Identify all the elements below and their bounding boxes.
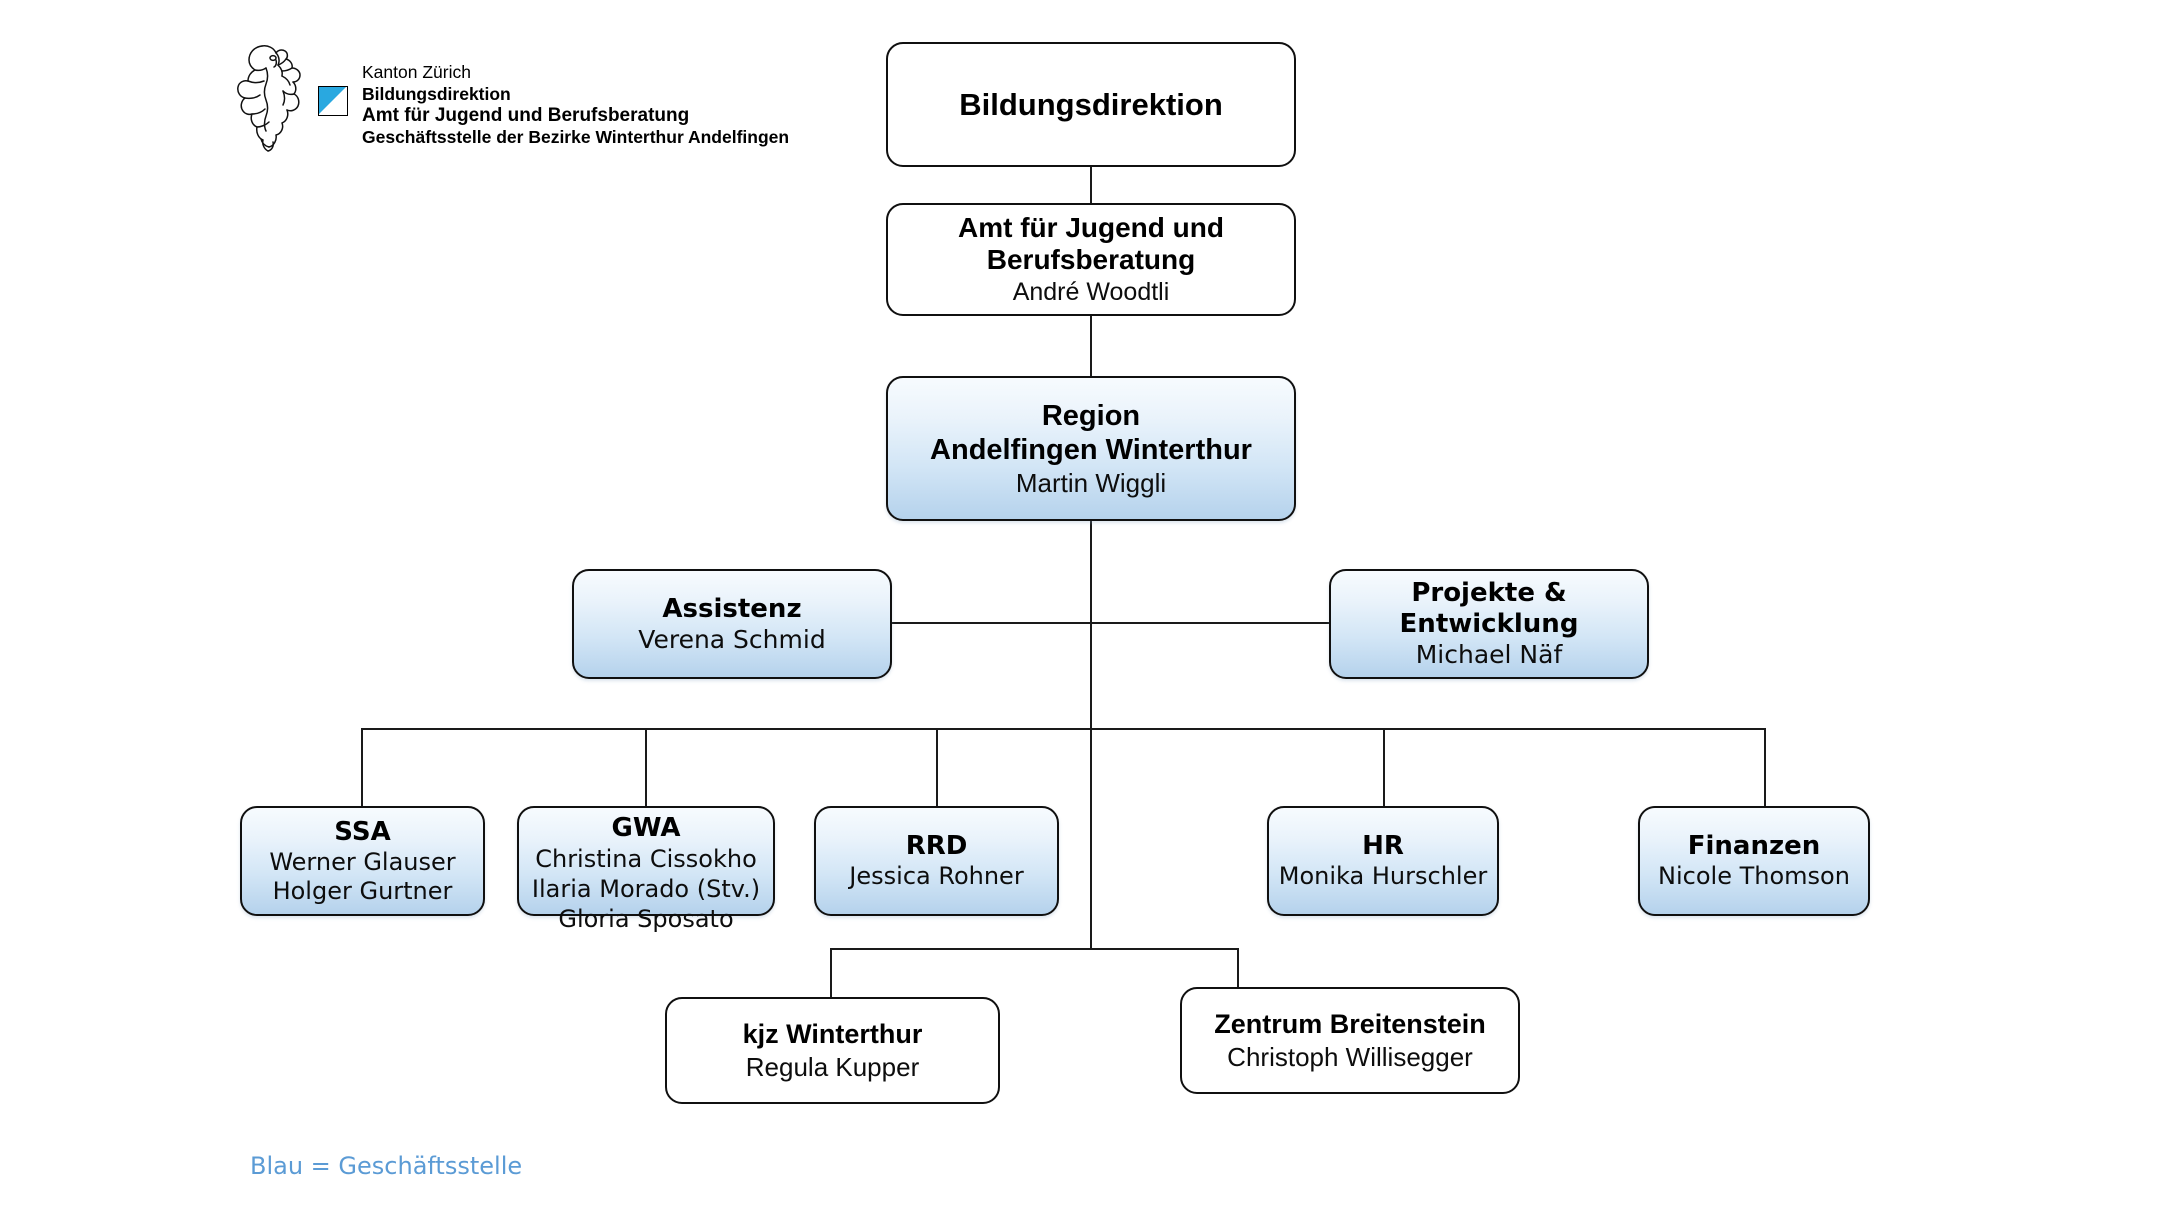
connector-bildungsdirektion-amt: [1090, 167, 1093, 203]
header-line-amt: Amt für Jugend und Berufsberatung: [362, 105, 690, 126]
node-title: SSA: [334, 816, 391, 847]
node-subtitle-line: Christina Cissokho: [535, 845, 757, 873]
node-amt-fuer-jugend-und-berufsberatung[interactable]: Amt für Jugend und Berufsberatung André …: [886, 203, 1296, 316]
connector-drop-gwa: [645, 728, 648, 808]
connector-drop-rrd: [936, 728, 939, 808]
node-subtitle: Verena Schmid: [638, 624, 826, 654]
node-subtitle-line: Nicole Thomson: [1658, 862, 1850, 890]
node-subtitle: Christoph Willisegger: [1227, 1042, 1473, 1072]
connector-region-spine-lower: [1090, 728, 1093, 950]
node-subtitle-line: Werner Glauser: [269, 847, 456, 876]
node-subtitle: Michael Näf: [1415, 640, 1563, 669]
legend-blau-geschaeftsstelle: Blau = Geschäftsstelle: [250, 1152, 523, 1180]
node-title: RRD: [905, 831, 968, 861]
node-kjz-winterthur[interactable]: kjz Winterthur Regula Kupper: [665, 997, 1000, 1104]
node-subtitle-line: Gloria Sposato: [558, 905, 734, 933]
node-title: Zentrum Breitenstein: [1214, 1009, 1486, 1039]
connector-region-spine: [1090, 521, 1093, 728]
zurich-flag-icon: [318, 86, 348, 116]
node-ssa[interactable]: SSA Werner Glauser Holger Gurtner: [240, 806, 485, 916]
node-finanzen[interactable]: Finanzen Nicole Thomson: [1638, 806, 1870, 916]
header-line-geschaeftsstelle: Geschäftsstelle der Bezirke Winterthur A…: [362, 126, 790, 147]
connector-drop-ssa: [361, 728, 364, 808]
node-bildungsdirektion[interactable]: Bildungsdirektion: [886, 42, 1296, 167]
connector-lower-bus: [830, 948, 1239, 951]
node-title: GWA: [611, 813, 681, 843]
node-subtitle: André Woodtli: [1012, 278, 1170, 306]
node-title: Finanzen: [1687, 831, 1821, 861]
node-title: Assistenz: [662, 593, 802, 624]
node-zentrum-breitenstein[interactable]: Zentrum Breitenstein Christoph Willisegg…: [1180, 987, 1520, 1094]
connector-department-bus: [361, 728, 1765, 731]
node-title-line1: Amt für Jugend und: [958, 212, 1224, 243]
connector-drop-zentrum: [1237, 948, 1240, 988]
connector-assistenz-projekte: [892, 622, 1329, 625]
node-subtitle-line: Monika Hurschler: [1278, 862, 1488, 890]
node-title: HR: [1362, 831, 1404, 861]
node-subtitle: Martin Wiggli: [1015, 467, 1167, 498]
node-subtitle-line: Holger Gurtner: [272, 876, 453, 905]
node-title-line1: Region: [1041, 399, 1141, 432]
node-subtitle-line: Ilaria Morado (Stv.): [531, 875, 761, 903]
node-gwa[interactable]: GWA Christina Cissokho Ilaria Morado (St…: [517, 806, 775, 933]
header-line-kanton: Kanton Zürich: [362, 62, 471, 82]
connector-drop-finanzen: [1764, 728, 1767, 808]
kanton-zurich-header: Kanton Zürich Bildungsdirektion Amt für …: [232, 40, 789, 155]
node-hr[interactable]: HR Monika Hurschler: [1267, 806, 1499, 916]
header-text-block: Kanton Zürich Bildungsdirektion Amt für …: [362, 40, 789, 148]
zurich-lion-coat-of-arms-icon: [237, 45, 301, 152]
node-subtitle: Regula Kupper: [745, 1052, 920, 1082]
node-subtitle-line: Jessica Rohner: [849, 862, 1024, 890]
node-title-line2: Andelfingen Winterthur: [930, 433, 1252, 466]
header-line-direktion: Bildungsdirektion: [362, 83, 511, 104]
node-rrd[interactable]: RRD Jessica Rohner: [814, 806, 1059, 916]
connector-amt-region: [1090, 316, 1093, 376]
node-title: kjz Winterthur: [742, 1019, 923, 1049]
node-region-andelfingen-winterthur[interactable]: Region Andelfingen Winterthur Martin Wig…: [886, 376, 1296, 521]
connector-drop-kjz: [830, 948, 833, 998]
node-title: Bildungsdirektion: [959, 86, 1223, 122]
node-title-line2: Berufsberatung: [986, 244, 1196, 275]
node-projekte-entwicklung[interactable]: Projekte & Entwicklung Michael Näf: [1329, 569, 1649, 679]
node-assistenz[interactable]: Assistenz Verena Schmid: [572, 569, 892, 679]
node-title: Projekte & Entwicklung: [1399, 578, 1579, 639]
connector-drop-hr: [1383, 728, 1386, 808]
